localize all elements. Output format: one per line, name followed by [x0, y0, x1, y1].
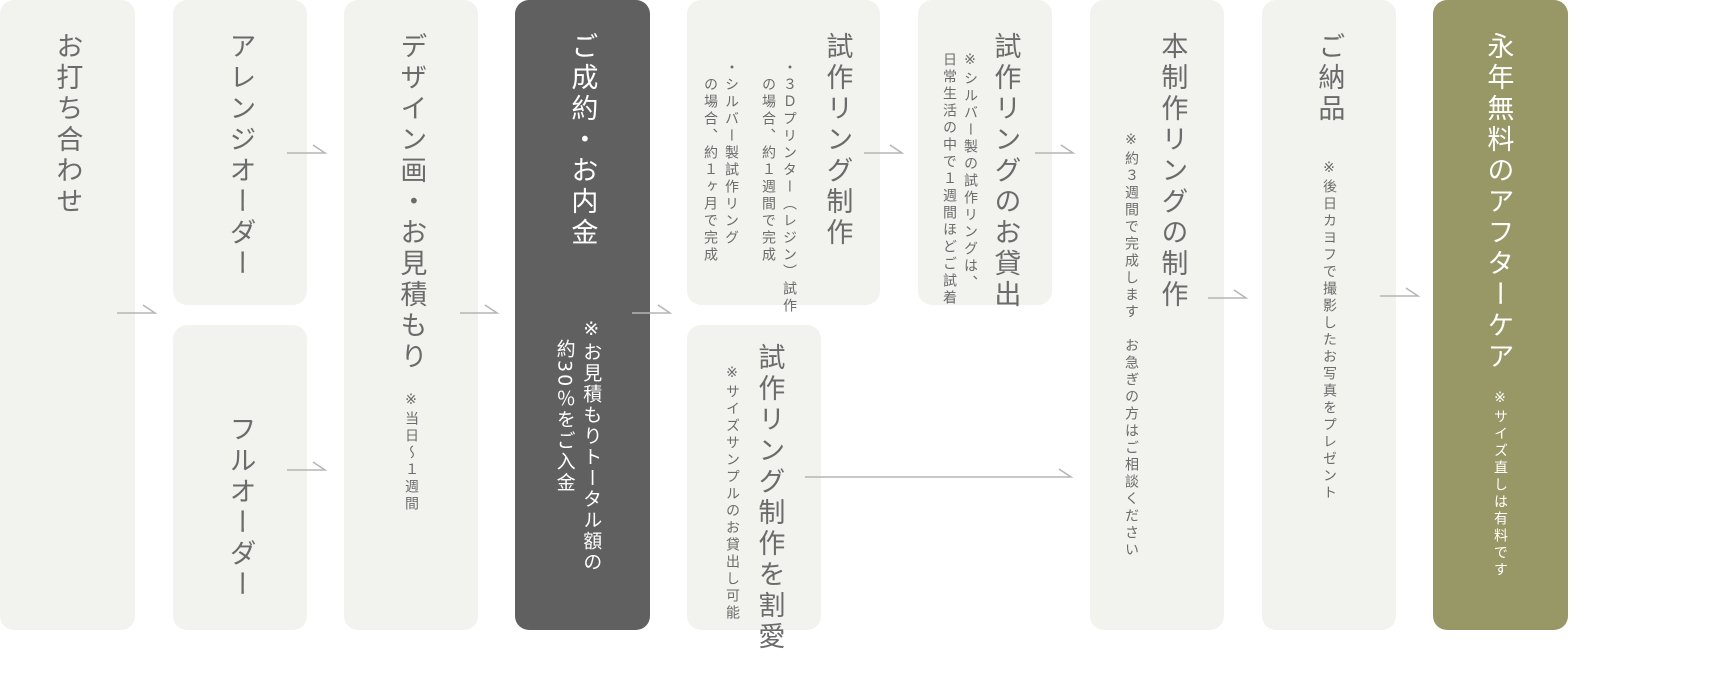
step-delivery: ご納品 ※後日カヨフで撮影したお写真をプレゼント — [1262, 0, 1396, 630]
step-arrange-order: アレンジオーダー — [173, 0, 307, 305]
step-note: ※当日〜１週間 — [403, 392, 419, 513]
step-title: 永年無料のアフターケア — [1482, 32, 1514, 373]
flow-arrow — [117, 304, 158, 314]
step-title: 試作リング制作 — [821, 32, 853, 249]
flow-arrow — [805, 468, 1074, 478]
step-title: フルオーダー — [224, 415, 256, 601]
flow-arrow — [287, 144, 328, 154]
step-title: ご成約・お内金 — [566, 32, 598, 249]
flow-arrow — [1380, 287, 1421, 297]
flow-arrow — [632, 304, 673, 314]
step-note: ・３Ｄプリンター（レジン）試作 の場合、約１週間で完成 — [760, 60, 797, 315]
flow-arrow — [1208, 289, 1249, 299]
step-title: アレンジオーダー — [224, 32, 256, 280]
step-trial-lending: 試作リングのお貸出 ※シルバー製の試作リングは、 日常生活の中で１週間ほどご試着 — [918, 0, 1052, 311]
step-note: ・シルバー製試作リング の場合、約１ヶ月で完成 — [702, 60, 739, 264]
step-title: ご納品 — [1313, 32, 1345, 125]
step-note: ※後日カヨフで撮影したお写真をプレゼント — [1321, 160, 1337, 502]
step-title: 試作リング制作を割愛 — [753, 343, 785, 653]
step-title: デザイン画・お見積もり — [395, 32, 427, 373]
step-note: ※サイズ直しは有料です — [1492, 390, 1508, 579]
step-note: ※シルバー製の試作リングは、 日常生活の中で１週間ほどご試着 — [941, 52, 978, 307]
step-production: 本制作リングの制作 ※約３週間で完成します お急ぎの方はご相談ください — [1090, 0, 1224, 630]
flow-arrow — [1035, 144, 1076, 154]
flow-arrow — [864, 144, 905, 154]
flow-arrow — [287, 461, 328, 471]
step-aftercare: 永年無料のアフターケア ※サイズ直しは有料です — [1433, 0, 1568, 630]
step-skip-trial: 試作リング制作を割愛 ※サイズサンプルのお貸出し可能 — [687, 325, 821, 653]
step-meeting: お打ち合わせ — [0, 0, 135, 630]
step-title: 本制作リングの制作 — [1156, 32, 1188, 311]
step-full-order: フルオーダー — [173, 325, 307, 630]
step-title: 試作リングのお貸出 — [989, 32, 1021, 311]
step-note: ※約３週間で完成します お急ぎの方はご相談ください — [1123, 132, 1139, 559]
step-trial-ring: 試作リング制作 ・３Ｄプリンター（レジン）試作 の場合、約１週間で完成 ・シルバ… — [687, 0, 880, 315]
step-note: ※サイズサンプルのお貸出し可能 — [724, 365, 740, 622]
step-contract-deposit: ご成約・お内金 ※お見積もりトータル額の 約30％をご入金 — [515, 0, 650, 630]
step-note: ※お見積もりトータル額の 約30％をご入金 — [553, 318, 603, 573]
step-design-estimate: デザイン画・お見積もり ※当日〜１週間 — [344, 0, 478, 630]
flow-arrow — [460, 304, 500, 314]
step-title: お打ち合わせ — [51, 32, 83, 218]
